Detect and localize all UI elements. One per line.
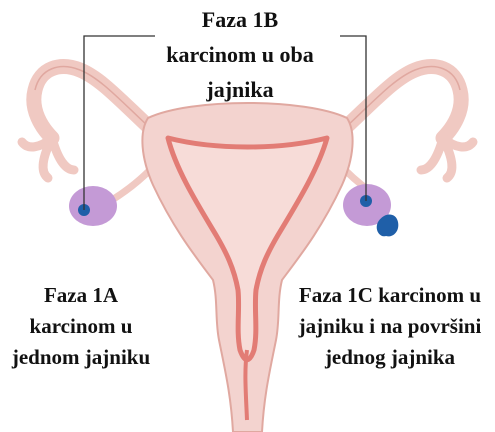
stage-1c-line2: jajniku i na površini [290, 311, 490, 342]
stage-1c-label: Faza 1C karcinom u jajniku i na površini… [290, 280, 490, 373]
stage-1a-line3: jednom jajniku [6, 342, 156, 373]
stage-1b-line1: Faza 1B [120, 2, 360, 37]
stage-1b-label: Faza 1B karcinom u oba jajnika [120, 2, 360, 107]
right-fallopian-tube [345, 67, 473, 178]
stage-1a-line1: Faza 1A [6, 280, 156, 311]
cervical-canal [245, 350, 247, 420]
left-ovary [69, 186, 117, 226]
stage-1c-line3: jednog jajnika [290, 342, 490, 373]
stage-1a-label: Faza 1A karcinom u jednom jajniku [6, 280, 156, 373]
stage-1b-line3: jajnika [120, 72, 360, 107]
stage-1c-line1: Faza 1C karcinom u [290, 280, 490, 311]
left-ovarian-ligament [112, 170, 150, 200]
stage-1b-line2: karcinom u oba [120, 37, 360, 72]
stage-1a-line2: karcinom u [6, 311, 156, 342]
